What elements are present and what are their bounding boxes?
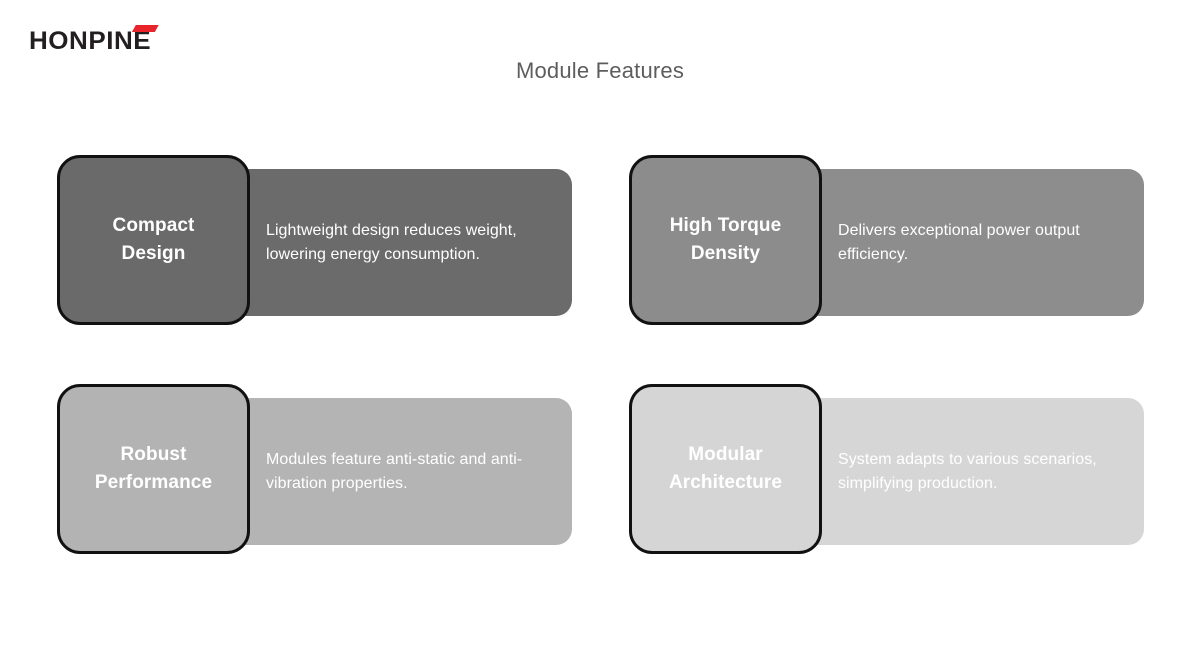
feature-card[interactable]: System adapts to various scenarios, simp… bbox=[629, 384, 1144, 554]
feature-card-description: Modules feature anti-static and anti-vib… bbox=[266, 450, 523, 492]
feature-card-panel: Modules feature anti-static and anti-vib… bbox=[195, 398, 572, 545]
logo-wordmark-text: HONPIN bbox=[29, 27, 134, 55]
feature-card-description: System adapts to various scenarios, simp… bbox=[838, 450, 1097, 492]
logo-last-letter: E bbox=[133, 27, 152, 55]
logo-accent-letter: E bbox=[132, 25, 159, 55]
page-title: Module Features bbox=[515, 58, 685, 83]
feature-card-description: Lightweight design reduces weight, lower… bbox=[266, 221, 517, 263]
feature-card-panel: Delivers exceptional power output effici… bbox=[767, 169, 1144, 316]
feature-card[interactable]: Modules feature anti-static and anti-vib… bbox=[57, 384, 572, 554]
feature-card[interactable]: Lightweight design reduces weight, lower… bbox=[57, 155, 572, 325]
feature-card-description: Delivers exceptional power output effici… bbox=[838, 221, 1080, 263]
feature-card-panel: Lightweight design reduces weight, lower… bbox=[195, 169, 572, 316]
feature-card[interactable]: Delivers exceptional power output effici… bbox=[629, 155, 1144, 325]
feature-card-panel: System adapts to various scenarios, simp… bbox=[767, 398, 1144, 545]
